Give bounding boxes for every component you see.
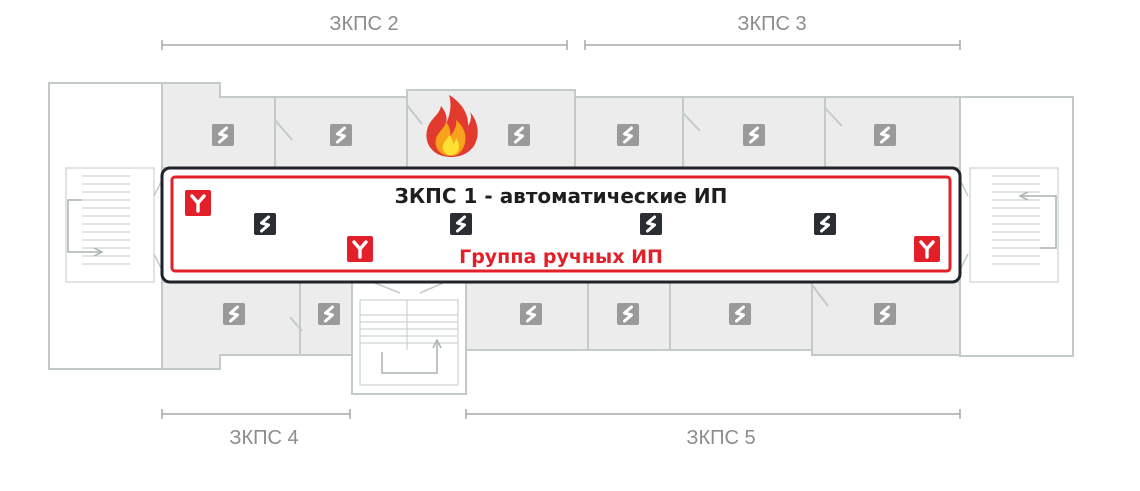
- zone-label-2: ЗКПС 2: [329, 13, 398, 35]
- smoke-detector-icon: [872, 301, 898, 327]
- manual-call-point-icon: [345, 234, 375, 264]
- central-stairwell: [351, 281, 467, 395]
- smoke-detector-icon: [812, 211, 838, 237]
- smoke-detector-icon: [506, 122, 532, 148]
- smoke-detector-icon: [210, 122, 236, 148]
- smoke-detector-icon: [448, 211, 474, 237]
- smoke-detector-icon: [741, 122, 767, 148]
- manual-call-point-group: [170, 175, 952, 273]
- manual-detectors-label: Группа ручных ИП: [459, 246, 663, 268]
- manual-call-point-icon: [183, 188, 213, 218]
- zone-dimension-lines: [161, 40, 961, 419]
- smoke-detector-icon: [615, 122, 641, 148]
- fire-icon: [426, 95, 478, 157]
- smoke-detector-icon: [518, 301, 544, 327]
- smoke-detector-icon: [727, 301, 753, 327]
- smoke-detector-icon: [872, 122, 898, 148]
- zone-label-5: ЗКПС 5: [686, 427, 755, 449]
- south-rooms: [161, 281, 961, 370]
- auto-detectors-label: ЗКПС 1 - автоматические ИП: [395, 184, 728, 208]
- left-stairs: [65, 167, 163, 283]
- smoke-detector-icon: [252, 211, 278, 237]
- smoke-detector-icon: [221, 301, 247, 327]
- manual-call-point-icon: [912, 234, 942, 264]
- smoke-detector-icon: [328, 122, 354, 148]
- zone-label-4: ЗКПС 4: [229, 427, 298, 449]
- smoke-detector-icon: [316, 301, 342, 327]
- right-stairs: [959, 167, 1059, 283]
- north-rooms: [161, 82, 961, 169]
- zone-label-3: ЗКПС 3: [737, 13, 806, 35]
- smoke-detector-icon: [638, 211, 664, 237]
- smoke-detector-icon: [615, 301, 641, 327]
